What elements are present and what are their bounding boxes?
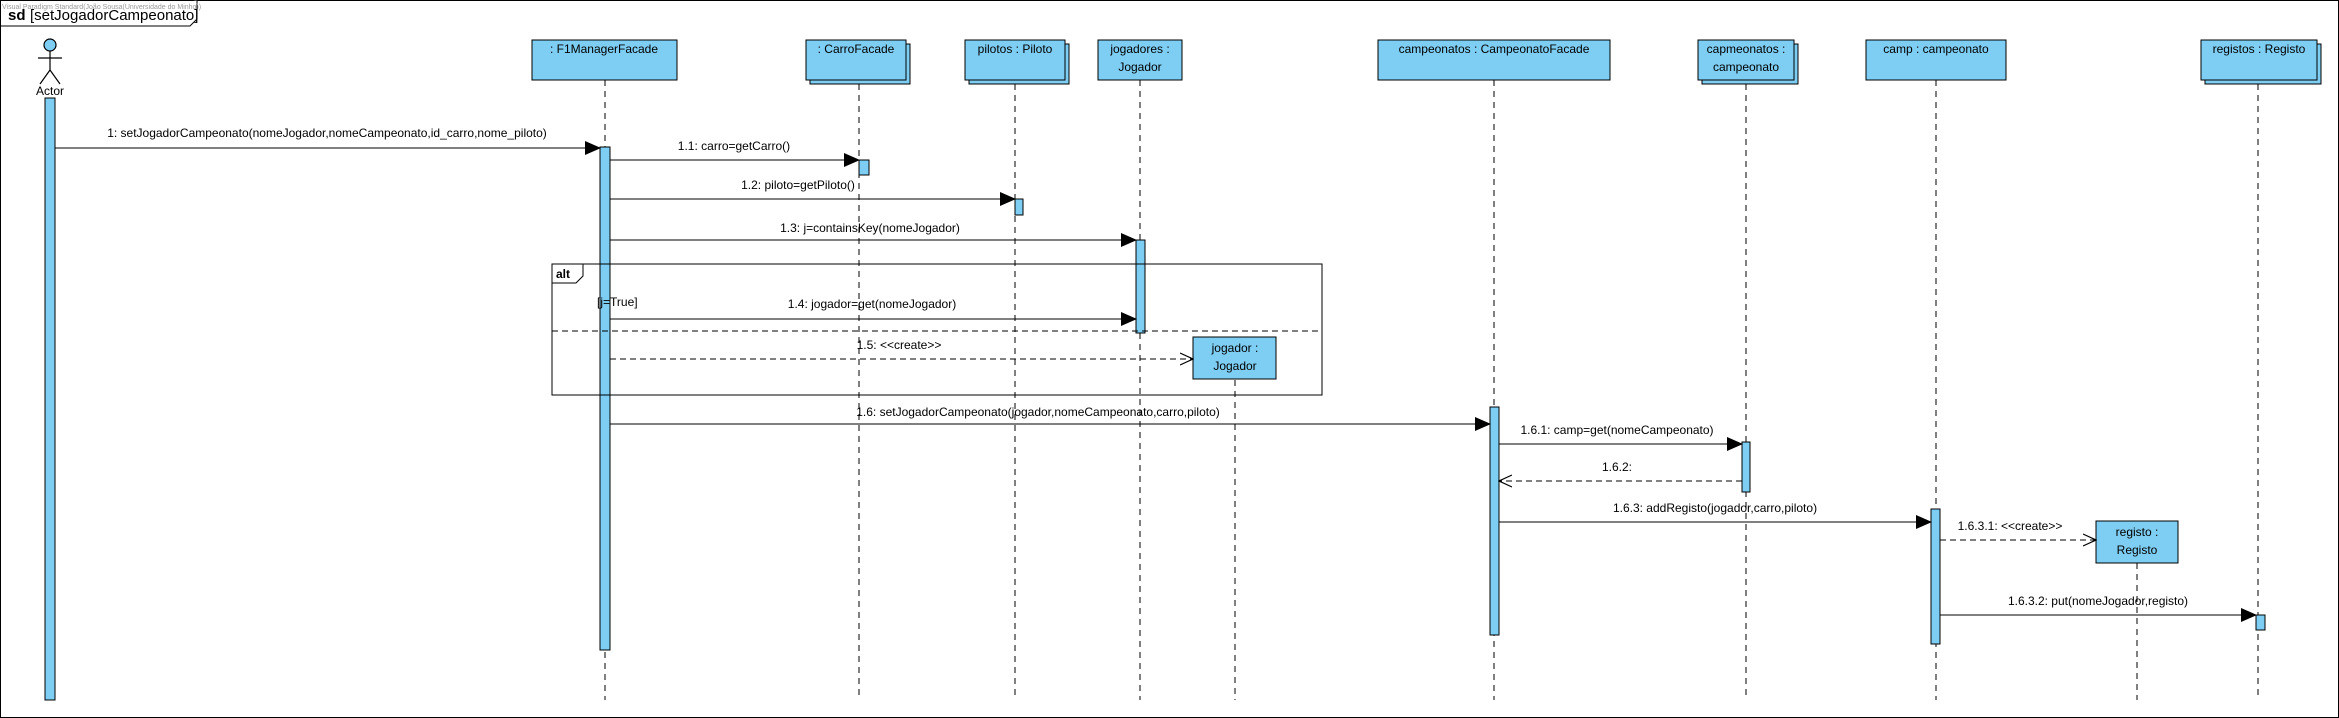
message-1-6-2-label: 1.6.2: [1602,460,1632,474]
lifeline-label-pilotos: pilotos : Piloto [978,42,1053,56]
lifeline-head-jogador[interactable] [1192,336,1277,380]
lifeline-label-jogadores-1: jogadores : [1109,42,1169,56]
activation-pilotos [1014,198,1024,216]
lifeline-head-camp[interactable] [1865,39,2007,81]
lifeline-head-registo[interactable] [2095,520,2179,564]
activation-capmeonatos [1741,441,1751,493]
message-1-6-3-label: 1.6.3: addRegisto(jogador,carro,piloto) [1613,501,1817,515]
message-1-6-3-1-label: 1.6.3.1: <<create>> [1958,519,2063,533]
actor-label: Actor [36,84,64,98]
lifeline-label-carro-facade: : CarroFacade [818,42,895,56]
lifeline-head-carro-facade[interactable] [805,39,907,81]
message-1-2-label: 1.2: piloto=getPiloto() [741,178,855,192]
activation-f1-manager-facade [599,146,611,651]
message-1-4-label: 1.4: jogador=get(nomeJogador) [788,297,956,311]
actor-figure [38,38,62,85]
message-1-6-1-label: 1.6.1: camp=get(nomeCampeonato) [1520,423,1713,437]
alt-fragment-tab [552,264,584,284]
lifeline-label-registo-1: registo : [2116,525,2159,539]
lifeline-head-campeonatos[interactable] [1377,39,1611,81]
activation-registos [2255,614,2266,631]
lifeline-label-f1-manager-facade: : F1ManagerFacade [550,42,658,56]
alt-fragment-operator: alt [556,267,570,281]
lifeline-head-pilotos[interactable] [964,39,1066,81]
frame-name-tab [0,0,198,27]
activation-campeonatos [1489,406,1500,636]
lifeline-label-registos: registos : Registo [2213,42,2306,56]
frame-keyword: sd [8,7,26,24]
activation-carro-facade [858,159,870,176]
message-1-5-label: 1.5: <<create>> [857,338,942,352]
lifeline-head-registos[interactable] [2200,39,2318,81]
lifeline-label-jogador-2: Jogador [1213,359,1256,373]
lifeline-head-capmeonatos[interactable] [1697,39,1795,81]
lifeline-label-jogador-1: jogador : [1211,341,1259,355]
lifeline-label-registo-2: Registo [2117,543,2158,557]
watermark-text: Visual Paradigm Standard(João Sousa(Univ… [2,4,201,11]
lifeline-label-camp: camp : campeonato [1883,42,1989,56]
message-1-6-label: 1.6: setJogadorCampeonato(jogador,nomeCa… [856,405,1220,419]
frame-title: [setJogadorCampeonato] [30,7,198,24]
message-1-3-label: 1.3: j=containsKey(nomeJogador) [780,221,960,235]
lifeline-head-jogadores[interactable] [1097,39,1183,81]
lifeline-label-capmeonatos-2: campeonato [1713,60,1779,74]
lifeline-label-jogadores-2: Jogador [1118,60,1161,74]
activation-actor [44,97,56,701]
alt-fragment [551,263,1323,396]
lifeline-label-campeonatos: campeonatos : CampeonatoFacade [1399,42,1590,56]
message-1-1-label: 1.1: carro=getCarro() [678,139,790,153]
activation-jogadores [1135,239,1146,334]
message-1-6-3-2-label: 1.6.3.2: put(nomeJogador,registo) [2008,594,2188,608]
alt-fragment-guard: [j=True] [597,295,638,309]
lifeline-label-capmeonatos-1: capmeonatos : [1707,42,1786,56]
activation-camp [1930,508,1941,645]
message-1-label: 1: setJogadorCampeonato(nomeJogador,nome… [107,126,547,140]
